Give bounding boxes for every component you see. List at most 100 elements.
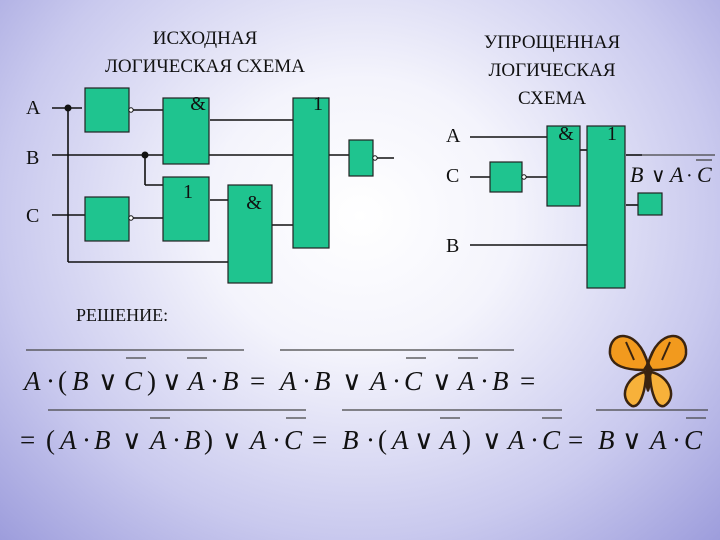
not-gate-a <box>84 87 130 133</box>
eq1-op: ∨ <box>342 366 362 396</box>
or-gate-right-symbol: 1 <box>313 93 323 115</box>
output-indicator <box>637 192 663 216</box>
eq2-op: ∨ <box>482 425 502 455</box>
simplified-input-a: A <box>446 125 461 147</box>
eq2-op: ∨ <box>414 425 434 455</box>
eq2-paren: ( <box>46 425 55 455</box>
eq2-paren: ( <box>378 425 387 455</box>
eq1-term: C <box>404 366 423 396</box>
simplified-or-gate <box>586 125 626 289</box>
eq1-op: ∨ <box>98 366 118 396</box>
eq2-paren: ) <box>462 425 471 455</box>
simplified-input-c: C <box>446 165 459 187</box>
eq2-term: B <box>598 425 615 455</box>
eq2-op: · <box>272 425 281 455</box>
input-label-c: C <box>26 205 39 227</box>
inverter-bubble <box>128 215 134 221</box>
eq2-term: B <box>342 425 359 455</box>
simplified-and-gate <box>546 125 581 207</box>
eq2-op: · <box>672 425 681 455</box>
original-title-line1: ИСХОДНАЯ <box>153 28 258 49</box>
eq2-op: · <box>172 425 181 455</box>
and-gate-mid-symbol: & <box>246 192 262 214</box>
eq2-term: C <box>684 425 703 455</box>
or-gate-right <box>292 97 330 249</box>
eq1-term: A <box>368 366 387 396</box>
eq1-op: · <box>392 366 401 396</box>
eq2-term: A <box>58 425 77 455</box>
eq2-term: A <box>438 425 457 455</box>
eq1-op: · <box>46 366 55 396</box>
eq2-op: · <box>82 425 91 455</box>
inverter-bubble <box>372 155 378 161</box>
eq1-op: · <box>480 366 489 396</box>
solution-label: РЕШЕНИЕ: <box>76 305 169 325</box>
eq1-paren: ( <box>58 366 67 396</box>
simplified-output-expression: B ∨ A · C <box>630 154 715 187</box>
butterfly-icon <box>608 334 688 408</box>
simplified-title-line3: СХЕМА <box>518 88 586 109</box>
simplified-input-b: B <box>446 235 459 257</box>
or-gate-mid <box>162 176 210 242</box>
junction-dot <box>141 151 149 159</box>
eq1-term: B <box>314 366 331 396</box>
input-label-b: B <box>26 147 39 169</box>
solution-line-2: = ( A · B ∨ A · B ) ∨ A · C = B · ( A ∨ … <box>20 409 708 455</box>
output-var-a: A <box>668 162 684 187</box>
eq1-op: ∨ <box>432 366 452 396</box>
eq2-op: = <box>568 425 583 455</box>
eq2-term: A <box>648 425 667 455</box>
eq1-op: = <box>520 366 535 396</box>
simplified-or-symbol: 1 <box>607 123 617 145</box>
eq1-term: A <box>186 366 205 396</box>
and-gate-top <box>162 97 210 165</box>
not-gate-c <box>84 196 130 242</box>
eq2-op: ∨ <box>622 425 642 455</box>
eq1-term: B <box>492 366 509 396</box>
output-op-or: ∨ <box>651 165 666 187</box>
eq1-term: A <box>22 366 41 396</box>
simplified-wires <box>470 136 642 246</box>
eq2-op: · <box>530 425 539 455</box>
output-var-b: B <box>630 162 643 187</box>
junction-dot <box>64 104 72 112</box>
eq1-paren: ) <box>147 366 156 396</box>
eq2-paren: ) <box>204 425 213 455</box>
and-gate-mid <box>227 184 273 284</box>
inverter-bubble <box>128 107 134 113</box>
eq2-term: B <box>94 425 111 455</box>
eq1-term: A <box>278 366 297 396</box>
simplified-and-symbol: & <box>558 123 574 145</box>
simplified-not-gate-c <box>489 161 523 193</box>
eq1-term: A <box>456 366 475 396</box>
eq1-op: = <box>250 366 265 396</box>
eq2-term: A <box>248 425 267 455</box>
eq2-op: · <box>366 425 375 455</box>
eq1-term: B <box>222 366 239 396</box>
original-title-line2: ЛОГИЧЕСКАЯ СХЕМА <box>105 56 305 77</box>
input-label-a: A <box>26 97 41 119</box>
eq1-term: C <box>124 366 143 396</box>
eq2-op: ∨ <box>122 425 142 455</box>
eq2-op: ∨ <box>222 425 242 455</box>
and-gate-top-symbol: & <box>190 93 206 115</box>
or-gate-mid-symbol: 1 <box>183 181 193 203</box>
simplified-title-line2: ЛОГИЧЕСКАЯ <box>488 60 615 81</box>
eq2-op: = <box>20 425 35 455</box>
not-gate-b <box>348 139 374 177</box>
eq1-term: B <box>72 366 89 396</box>
eq1-op: ∨ <box>162 366 182 396</box>
eq2-term: A <box>390 425 409 455</box>
eq2-term: C <box>284 425 303 455</box>
eq2-term: A <box>506 425 525 455</box>
output-var-c: C <box>697 162 712 187</box>
solution-line-1: A · ( B ∨ C ) ∨ A · B = A · B ∨ A · C ∨ … <box>22 349 535 396</box>
eq2-term: C <box>542 425 561 455</box>
inverter-bubble <box>521 174 527 180</box>
eq2-op: = <box>312 425 327 455</box>
eq1-op: · <box>302 366 311 396</box>
eq2-term: A <box>148 425 167 455</box>
eq2-term: B <box>184 425 201 455</box>
